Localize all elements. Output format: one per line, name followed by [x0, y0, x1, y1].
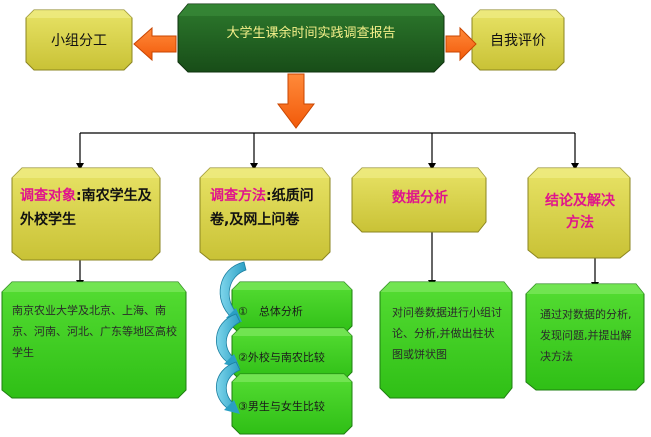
orange-left-arrow	[133, 26, 177, 62]
orange-down-arrow	[277, 73, 315, 129]
method-box-shape-1	[231, 281, 353, 335]
cyan-curved-arrow-3	[215, 361, 241, 414]
orange-right-arrow	[445, 26, 477, 62]
branch-box-shape-1	[11, 167, 161, 261]
method-box-shape-2	[231, 327, 353, 381]
branch-box-shape-4	[527, 167, 631, 259]
branch-box-shape-2	[199, 167, 331, 261]
branch-box-shape-3	[351, 167, 487, 233]
detail-box-shape-4	[525, 283, 645, 391]
left-box-shape	[25, 9, 133, 71]
method-box-shape-3	[231, 373, 353, 435]
title-box	[177, 3, 445, 73]
right-box-shape	[471, 9, 565, 71]
connector-lines	[79, 132, 596, 282]
detail-box-shape-3	[379, 281, 513, 399]
detail-box-shape-1	[1, 281, 187, 399]
